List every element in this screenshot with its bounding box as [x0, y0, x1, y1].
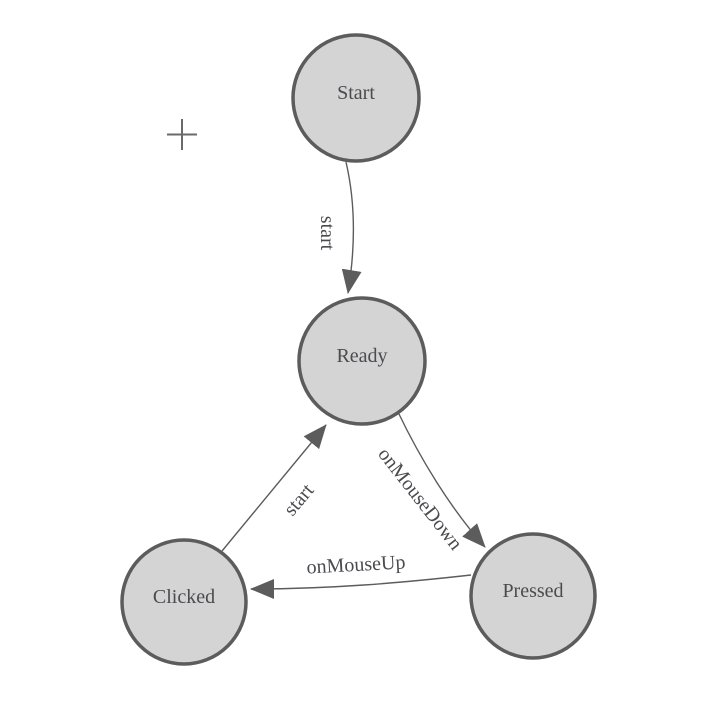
edge-start-to-ready[interactable] [341, 161, 362, 294]
node-start[interactable]: Start [291, 33, 421, 163]
edge-pressed-to-clicked[interactable] [250, 574, 472, 599]
edge-clicked-to-ready[interactable] [221, 424, 327, 552]
node-pressed-shape[interactable] [469, 532, 597, 660]
node-ready[interactable]: Ready [297, 296, 427, 426]
node-ready-label: Ready [336, 345, 387, 367]
cursor-layer [167, 119, 197, 150]
edge-ready-to-pressed[interactable] [397, 411, 486, 548]
edge-label-start-to-ready: start [316, 216, 338, 251]
edge-label-pressed-to-clicked: onMouseUp [306, 551, 406, 578]
crosshair-cursor-icon [167, 119, 197, 150]
edges-layer [221, 161, 486, 599]
node-clicked-shape[interactable] [120, 538, 248, 666]
node-pressed[interactable]: Pressed [469, 532, 597, 660]
node-ready-shape[interactable] [297, 296, 427, 426]
node-start-shape[interactable] [291, 33, 421, 163]
node-pressed-label: Pressed [502, 580, 563, 602]
node-clicked[interactable]: Clicked [120, 538, 248, 666]
edge-label-clicked-to-ready: start [280, 479, 319, 520]
node-start-label: Start [337, 82, 375, 104]
edge-label-ready-to-pressed: onMouseDown [373, 444, 466, 555]
node-clicked-label: Clicked [153, 586, 215, 608]
